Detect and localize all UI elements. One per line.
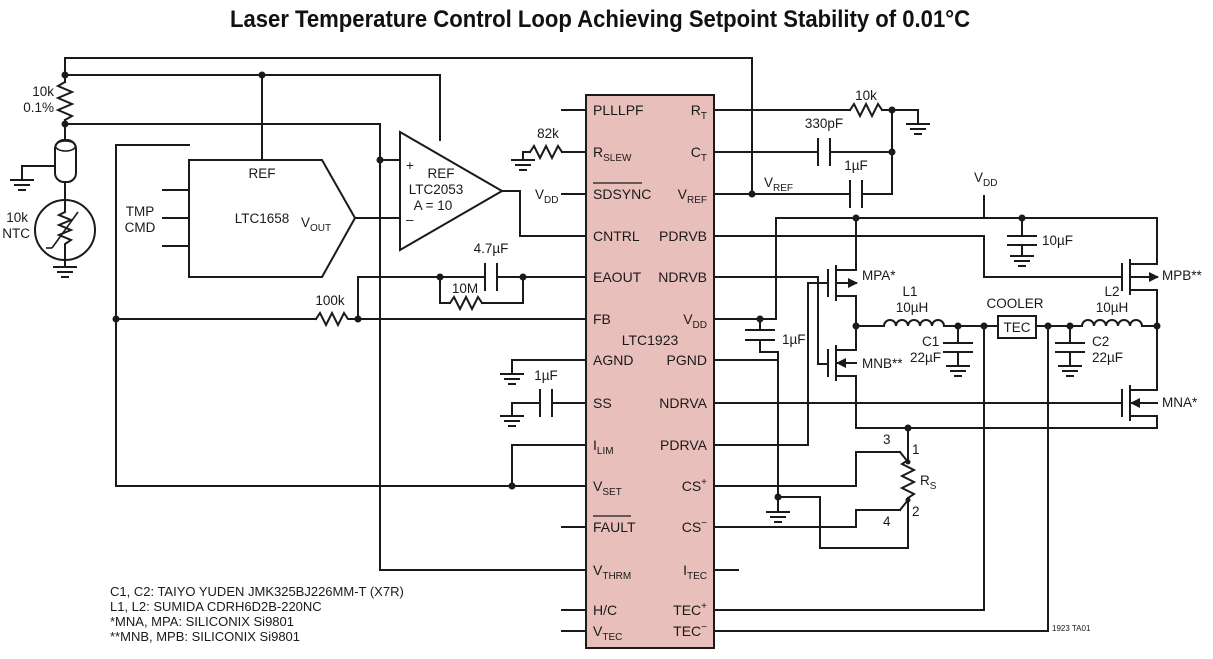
top-rails	[55, 57, 753, 571]
c1-label: C1	[922, 334, 939, 349]
r-rt-value: 10k	[855, 88, 877, 103]
vdd-rail	[737, 195, 1158, 320]
r-slew-value: 82k	[537, 126, 559, 141]
note-2: L1, L2: SUMIDA CDRH6D2B-220NC	[110, 599, 322, 614]
ltc1658-label: LTC1658	[235, 211, 290, 226]
note-4: **MNB, MPB: SILICONIX Si9801	[110, 629, 300, 644]
l1-value: 10µH	[896, 300, 929, 315]
diagram-title: Laser Temperature Control Loop Achieving…	[229, 6, 971, 33]
cmd-label: CMD	[125, 220, 156, 235]
pin-fb: FB	[593, 311, 611, 327]
pin-fault: FAULT	[593, 519, 636, 535]
vref-node-label: VREF	[764, 175, 793, 194]
mosfet-mpa	[827, 217, 857, 327]
r-top-tolerance: 0.1%	[23, 100, 54, 115]
pin-agnd: AGND	[593, 352, 633, 368]
c-vref-value: 1µF	[844, 158, 868, 173]
inductor-l1	[855, 319, 999, 365]
mnb-label: MNB**	[862, 356, 903, 371]
c-eaout-value: 4.7µF	[474, 241, 509, 256]
rs-pin-4: 4	[883, 514, 891, 529]
c-vdd-top-value: 10µF	[1042, 233, 1073, 248]
ltc1923-left-pin-stubs	[561, 109, 587, 632]
sdsync-vdd-label: VDD	[535, 187, 558, 206]
note-3: *MNA, MPA: SILICONIX Si9801	[110, 614, 294, 629]
rs-pin-3: 3	[883, 432, 891, 447]
r-top-value: 10k	[32, 84, 54, 99]
eaout-network	[439, 263, 563, 312]
pin-cntrl: CNTRL	[593, 228, 640, 244]
left-loop-wires	[115, 144, 563, 487]
ltc2053-body	[399, 130, 504, 252]
c1-value: 22µF	[910, 350, 941, 365]
note-1: C1, C2: TAIYO YUDEN JMK325BJ226MM-T (X7R…	[110, 584, 404, 599]
mosfet-mna	[855, 385, 1158, 429]
amp-label: LTC2053	[409, 182, 464, 197]
amp-plus: +	[406, 158, 414, 173]
c-ss-value: 1µF	[534, 368, 558, 383]
c-vdd-value: 1µF	[782, 332, 806, 347]
c2-value: 22µF	[1092, 350, 1123, 365]
ltc1658-vout: VOUT	[301, 215, 331, 234]
pin-eaout: EAOUT	[593, 269, 642, 285]
ltc1923-body	[585, 94, 715, 649]
pin-pdrva: PDRVA	[660, 437, 708, 453]
pin-pdrvb: PDRVB	[659, 228, 707, 244]
l2-label: L2	[1104, 284, 1119, 299]
amp-gain: A = 10	[414, 198, 453, 213]
mpa-label: MPA*	[862, 268, 896, 283]
component-notes: C1, C2: TAIYO YUDEN JMK325BJ226MM-T (X7R…	[110, 584, 404, 644]
figure-id: 1923 TA01	[1052, 624, 1091, 633]
ltc1923-right-pin-stubs	[713, 109, 739, 632]
inductor-l2	[1035, 319, 1158, 365]
mpb-label: MPB**	[1162, 268, 1203, 283]
rs-pin-1: 1	[912, 442, 920, 457]
pin-tec-plus: TEC+	[673, 601, 707, 618]
l2-value: 10µH	[1096, 300, 1129, 315]
pin-sdsync: SDSYNC	[593, 186, 651, 202]
c2-label: C2	[1092, 334, 1109, 349]
pin-ndrvb: NDRVB	[658, 269, 707, 285]
ntc-thermistor	[34, 199, 96, 278]
amp-minus: –	[406, 212, 414, 227]
amp-ref: REF	[428, 166, 455, 181]
ltc1658-ref: REF	[249, 166, 276, 181]
pin-pgnd: PGND	[667, 352, 707, 368]
mna-label: MNA*	[1162, 395, 1198, 410]
pin-tec-minus: TEC−	[673, 622, 707, 639]
ntc-value: 10k	[6, 210, 28, 225]
rs-pin-2: 2	[912, 504, 920, 519]
pin-cs-minus: CS−	[682, 518, 707, 535]
r-eaout-value: 10M	[452, 281, 478, 296]
rs-label: RS	[920, 473, 937, 492]
tec-label: TEC	[1004, 320, 1031, 335]
ltc1923-label: LTC1923	[622, 332, 679, 348]
thermistor-connector	[9, 139, 77, 201]
l1-label: L1	[902, 284, 917, 299]
ntc-type: NTC	[2, 226, 30, 241]
ltc1658-body	[188, 159, 357, 278]
pin-cs-plus: CS+	[682, 477, 707, 494]
tmp-label: TMP	[126, 204, 155, 219]
pin-plllpf: PLLLPF	[593, 102, 644, 118]
vdd-top-label: VDD	[974, 170, 997, 189]
c-ct-value: 330pF	[805, 116, 843, 131]
cooler-label: COOLER	[986, 296, 1043, 311]
pin-ndrva: NDRVA	[659, 395, 707, 411]
r-fb-value: 100k	[315, 293, 345, 308]
mosfet-mnb	[827, 325, 857, 425]
pin-hc: H/C	[593, 602, 617, 618]
mosfet-mpb	[1121, 217, 1158, 391]
pin-ss: SS	[593, 395, 612, 411]
sense-resistor	[737, 439, 917, 549]
